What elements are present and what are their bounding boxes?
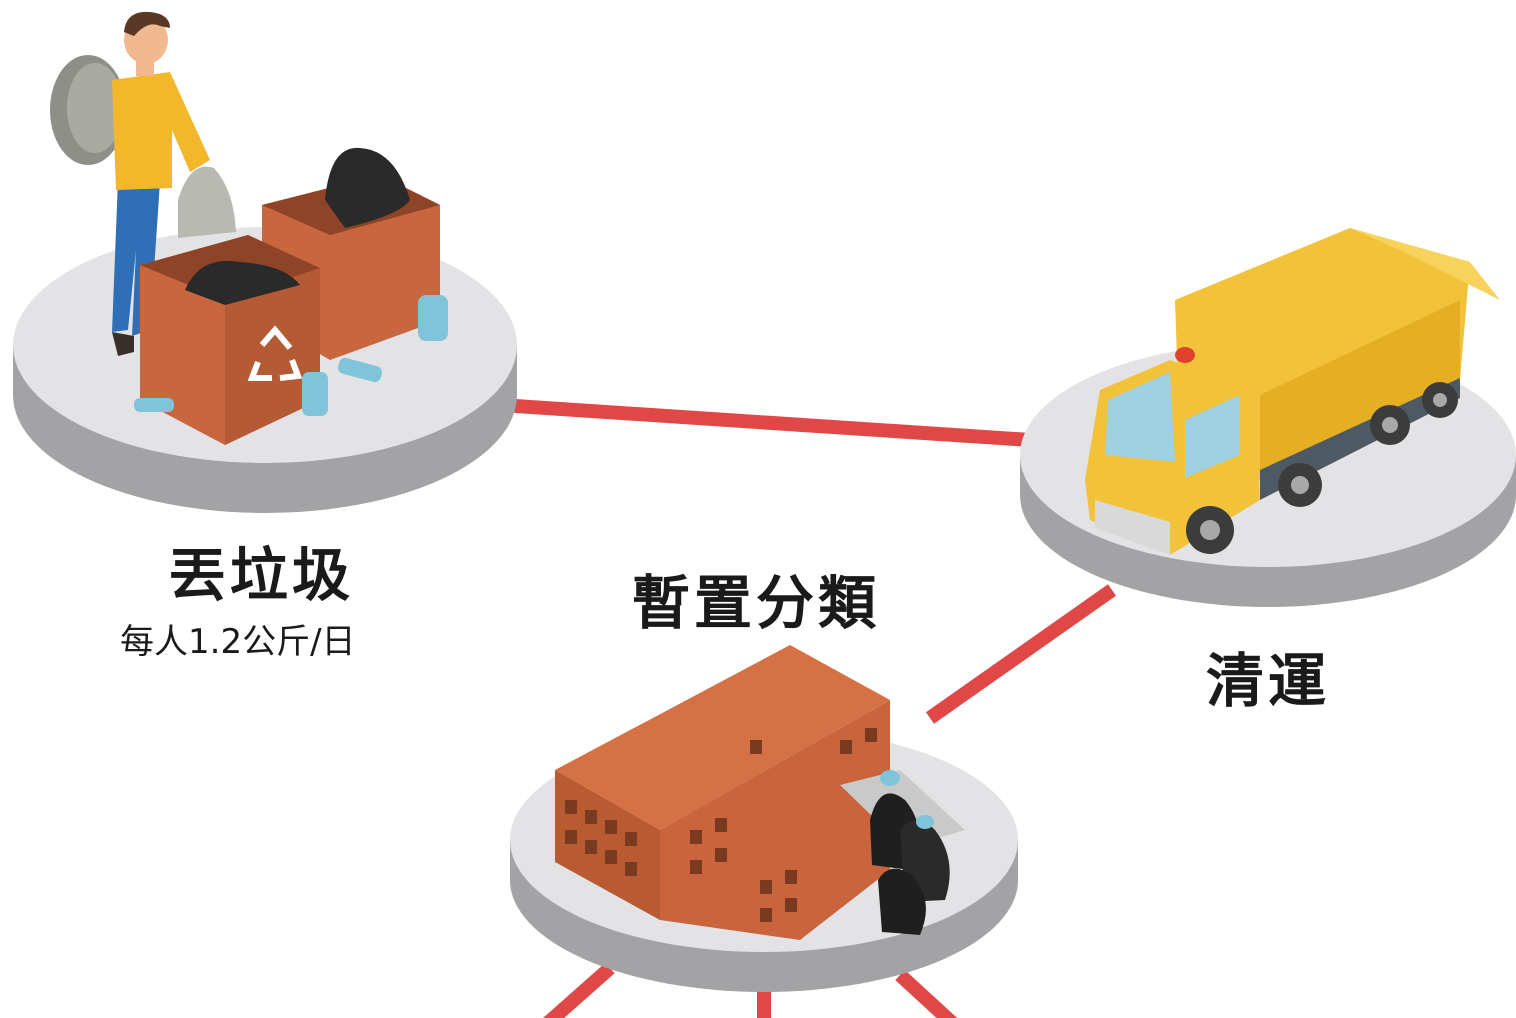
recycle-icon (247, 325, 303, 381)
connector-lines (499, 398, 1117, 1018)
station-title-collection: 清運 (1206, 647, 1331, 715)
garbage-truck-icon (1085, 228, 1500, 555)
station-title-temporary-sorting: 暫置分類 (632, 569, 881, 637)
connector-sorting-down-left (542, 962, 615, 1018)
connector-sorting-down-right (895, 969, 958, 1018)
person-with-recycling-bins-icon (50, 11, 448, 445)
connector-throw-to-collection (499, 398, 1031, 447)
connector-collection-to-sorting (925, 584, 1117, 724)
station-subtitle-throw-trash: 每人1.2公斤/日 (120, 622, 356, 662)
station-title-throw-trash: 丟垃圾 (168, 541, 355, 609)
sorting-facility-building-icon (555, 645, 965, 940)
